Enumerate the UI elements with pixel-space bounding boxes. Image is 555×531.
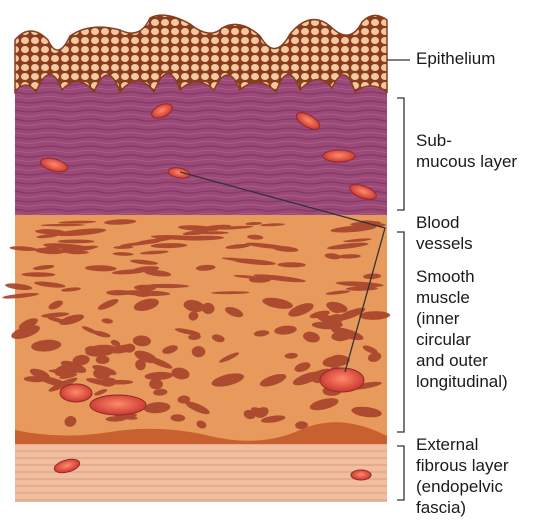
blood-vessel bbox=[90, 395, 146, 415]
label-line: (endopelvic bbox=[416, 476, 509, 497]
label-external-fibrous-layer: External fibrous layer (endopelvic fasci… bbox=[416, 434, 509, 518]
label-blood-vessels: Blood vessels bbox=[416, 212, 473, 254]
label-line: fascia) bbox=[416, 497, 509, 518]
submucous-layer bbox=[15, 70, 387, 217]
epithelium-layer bbox=[15, 15, 387, 92]
label-submucous-layer: Sub- mucous layer bbox=[416, 130, 517, 172]
blood-vessel bbox=[60, 384, 92, 402]
blood-vessel bbox=[320, 368, 364, 392]
submucous-bracket bbox=[397, 98, 404, 210]
external-bracket bbox=[397, 446, 404, 500]
label-line: Smooth bbox=[416, 266, 508, 287]
external-fibrous-layer bbox=[15, 444, 387, 502]
label-line: mucous layer bbox=[416, 151, 517, 172]
label-line: (inner bbox=[416, 308, 508, 329]
smooth-muscle-bracket bbox=[397, 232, 404, 432]
label-line: Epithelium bbox=[416, 48, 495, 69]
label-smooth-muscle: Smooth muscle (inner circular and outer … bbox=[416, 266, 508, 392]
label-line: fibrous layer bbox=[416, 455, 509, 476]
label-line: Blood bbox=[416, 212, 473, 233]
label-line: muscle bbox=[416, 287, 508, 308]
smooth-muscle-layer bbox=[2, 215, 390, 446]
label-line: circular bbox=[416, 329, 508, 350]
label-line: Sub- bbox=[416, 130, 517, 151]
label-line: and outer bbox=[416, 350, 508, 371]
label-line: vessels bbox=[416, 233, 473, 254]
label-line: longitudinal) bbox=[416, 371, 508, 392]
label-epithelium: Epithelium bbox=[416, 48, 495, 69]
label-line: External bbox=[416, 434, 509, 455]
blood-vessel bbox=[323, 150, 355, 162]
blood-vessel bbox=[351, 470, 371, 480]
